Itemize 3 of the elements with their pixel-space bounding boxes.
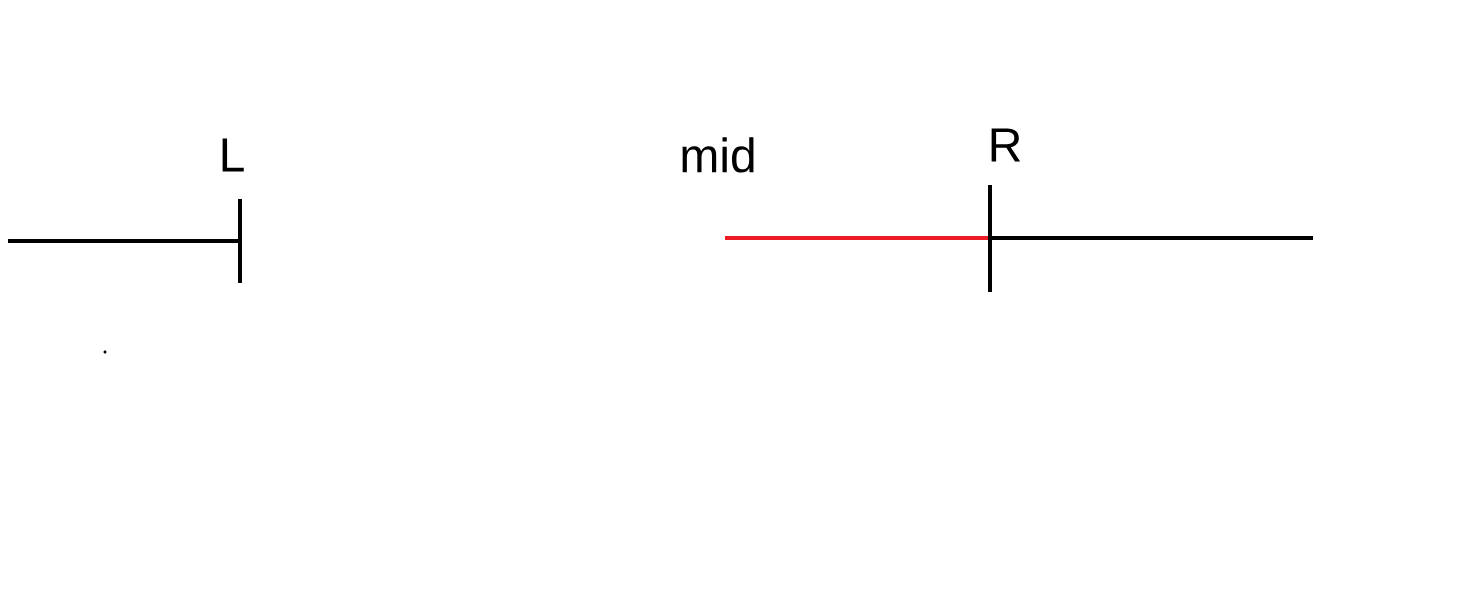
pointer-label: L <box>222 138 244 172</box>
pointer-label: mid <box>682 137 754 173</box>
pointer-label: R <box>991 128 1021 162</box>
